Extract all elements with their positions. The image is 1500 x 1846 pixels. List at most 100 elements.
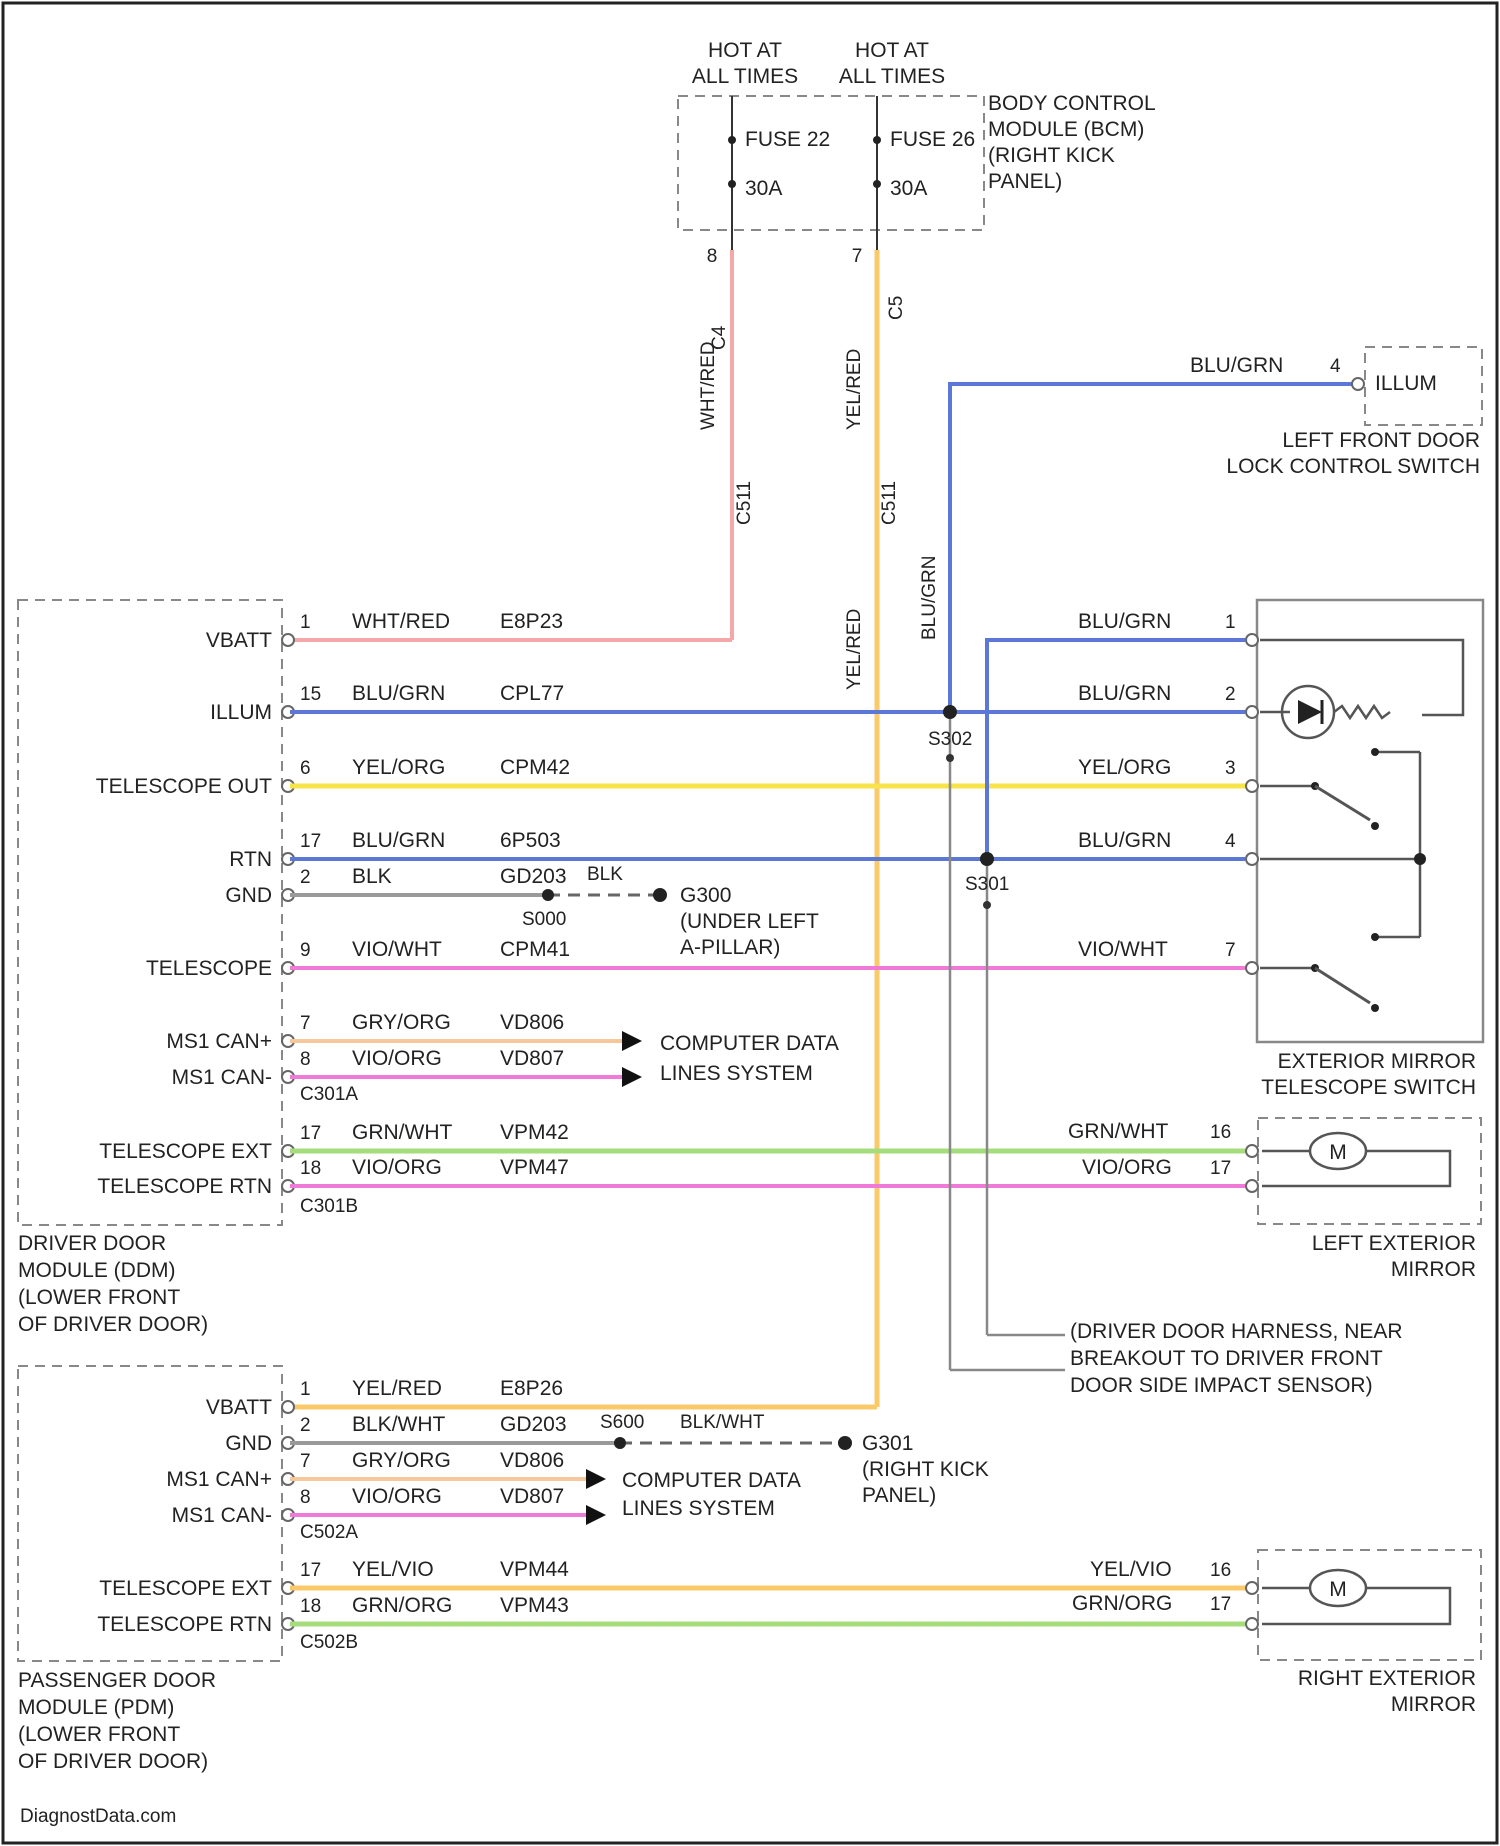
hot-at-label-b2: ALL TIMES [839, 65, 945, 88]
ddm-wire-color: BLU/GRN [352, 682, 445, 705]
ddm-ground-loc-2: A-PILLAR) [680, 936, 780, 959]
illum-vertical-color: BLU/GRN [919, 556, 940, 640]
switch-title-1: EXTERIOR MIRROR [1278, 1050, 1476, 1073]
right-mirror-pin16-wire: YEL/VIO [1090, 1558, 1172, 1581]
pdm-pin-label: TELESCOPE RTN [97, 1613, 272, 1636]
ddm-pin-number: 1 [300, 612, 311, 633]
ddm-pin-number: 8 [300, 1049, 311, 1070]
left-mirror-box [1258, 1118, 1481, 1224]
pdm-wire-color: VIO/ORG [352, 1485, 442, 1508]
right-connector-pins [1246, 378, 1364, 1630]
pdm-ground-loc-2: PANEL) [862, 1484, 936, 1507]
ddm-pin-number: 7 [300, 1013, 311, 1034]
left-mirror-motor-label: M [1329, 1141, 1347, 1164]
fuse-22-label: FUSE 22 [745, 128, 830, 151]
lock-title-2: LOCK CONTROL SWITCH [1226, 455, 1480, 478]
bcm-title-1: BODY CONTROL [988, 92, 1156, 115]
pdm-circuit-id: E8P26 [500, 1377, 563, 1400]
ddm-title-4: OF DRIVER DOOR) [18, 1313, 208, 1336]
ddm-circuit-id: VPM47 [500, 1156, 569, 1179]
watermark: DiagnostData.com [20, 1806, 176, 1827]
ddm-connector-a: C301A [300, 1084, 358, 1105]
splice-s302-label: S302 [928, 729, 972, 750]
fuse-26-amp: 30A [890, 177, 927, 200]
ddm-circuit-id: CPM42 [500, 756, 570, 779]
pdm-ground-loc-1: (RIGHT KICK [862, 1458, 989, 1481]
left-exterior-mirror: M LEFT EXTERIOR MIRROR GRN/WHT 16 VIO/OR… [1068, 1118, 1481, 1281]
right-mirror-title-1: RIGHT EXTERIOR [1298, 1667, 1476, 1690]
ddm-pin-label: MS1 CAN+ [166, 1030, 272, 1053]
switch-pin-number: 1 [1225, 612, 1236, 633]
pdm-pin-number: 7 [300, 1451, 311, 1472]
ddm-pin-rows: VBATT1WHT/REDE8P23ILLUM15BLU/GRNCPL77TEL… [96, 610, 570, 1198]
ddm-title-2: MODULE (DDM) [18, 1259, 176, 1282]
ddm-pin-label: TELESCOPE OUT [96, 775, 272, 798]
pdm-title-3: (LOWER FRONT [18, 1723, 180, 1746]
left-mirror-pin16: 16 [1210, 1122, 1231, 1143]
ddm-wire-color: VIO/ORG [352, 1047, 442, 1070]
pdm-circuit-id: VPM43 [500, 1594, 569, 1617]
resistor-icon [1334, 706, 1390, 718]
switch-pin-number: 7 [1225, 940, 1236, 961]
ddm-ground-wire2: BLK [587, 864, 623, 885]
ddm-pin-label: TELESCOPE EXT [99, 1140, 272, 1163]
ddm-pin-number: 17 [300, 831, 321, 852]
right-mirror-box [1258, 1550, 1481, 1660]
switch-pin-number: 2 [1225, 684, 1236, 705]
ddm-pin-number: 15 [300, 684, 321, 705]
ddm-circuit-id: 6P503 [500, 829, 561, 852]
hot-at-label-a: HOT AT [708, 39, 782, 62]
ddm-ground-splice: S000 [522, 909, 566, 930]
connector-pin-terminal [1246, 1582, 1258, 1594]
pdm-wire-color: BLK/WHT [352, 1413, 446, 1436]
switch-pin-number: 3 [1225, 758, 1236, 779]
connector-pin-terminal [1246, 780, 1258, 792]
telescope-out-switch-icon [1315, 786, 1370, 820]
left-mirror-title-1: LEFT EXTERIOR [1312, 1232, 1476, 1255]
pdm-pin-label: MS1 CAN+ [166, 1468, 272, 1491]
bcm-title-4: PANEL) [988, 170, 1062, 193]
pdm-connector-a: C502A [300, 1522, 358, 1543]
pdm-circuit-id: VD807 [500, 1485, 564, 1508]
bcm-title-3: (RIGHT KICK [988, 144, 1115, 167]
left-mirror-pin16-wire: GRN/WHT [1068, 1120, 1168, 1143]
pdm-title-1: PASSENGER DOOR [18, 1669, 216, 1692]
pdm-wire-color: YEL/RED [352, 1377, 442, 1400]
connector-pin-terminal [1352, 378, 1364, 390]
ddm-pin-label: MS1 CAN- [172, 1066, 272, 1089]
switch-pin-wire-color: BLU/GRN [1078, 610, 1171, 633]
left-mirror-pin17: 17 [1210, 1158, 1231, 1179]
inline-connector-a: C511 [734, 481, 755, 525]
left-lock-switch: BLU/GRN BLU/GRN 4 ILLUM LEFT FRONT DOOR … [919, 347, 1482, 710]
ddm-wire-color: YEL/ORG [352, 756, 445, 779]
fuse-22-amp: 30A [745, 177, 782, 200]
harness-note-2: BREAKOUT TO DRIVER FRONT [1070, 1347, 1383, 1370]
telescope-switch-icon [1315, 968, 1370, 1003]
pdm-circuit-id: VPM44 [500, 1558, 569, 1581]
ddm-wire-color: WHT/RED [352, 610, 450, 633]
ddm-pin-label: ILLUM [210, 701, 272, 724]
ddm-pin-label: GND [225, 884, 272, 907]
ddm-pin-label: RTN [229, 848, 272, 871]
right-mirror-title-2: MIRROR [1391, 1693, 1476, 1716]
right-exterior-mirror: M RIGHT EXTERIOR MIRROR YEL/VIO 16 GRN/O… [1072, 1550, 1481, 1716]
ddm-pin-number: 18 [300, 1158, 321, 1179]
pdm-circuit-id: VD806 [500, 1449, 564, 1472]
fuse-22-pin: 8 [707, 246, 718, 267]
ddm-pin-number: 17 [300, 1123, 321, 1144]
ddm-circuit-id: VD806 [500, 1011, 564, 1034]
ddm-pin-label: TELESCOPE RTN [97, 1175, 272, 1198]
ddm-pin-terminal [282, 634, 294, 646]
pdm-wire-color: GRY/ORG [352, 1449, 451, 1472]
feed-wire-a-color: WHT/RED [698, 341, 719, 430]
fuse-26-pin: 7 [852, 246, 863, 267]
feed-wire-b-color-2: YEL/RED [844, 609, 865, 690]
connector-pin-terminal [1246, 1145, 1258, 1157]
ddm-connector-b: C301B [300, 1196, 358, 1217]
ddm-circuit-id: CPL77 [500, 682, 564, 705]
right-mirror-pin17-wire: GRN/ORG [1072, 1592, 1172, 1615]
hot-at-label-b: HOT AT [855, 39, 929, 62]
telescope-switch: EXTERIOR MIRROR TELESCOPE SWITCH [1257, 600, 1483, 1099]
pdm-circuit-id: GD203 [500, 1413, 567, 1436]
ddm-can-dest-1: COMPUTER DATA [660, 1032, 839, 1055]
